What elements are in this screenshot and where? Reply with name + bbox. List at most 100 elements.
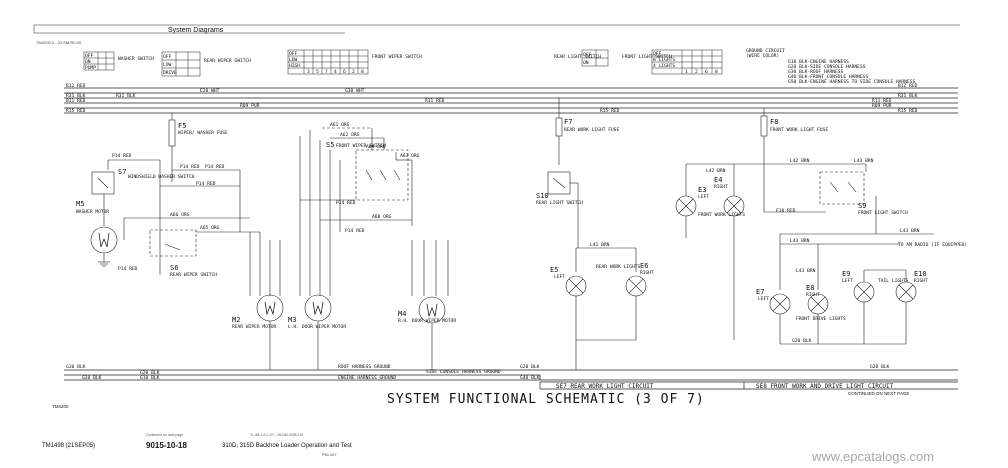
front-wiper-switch-circuit xyxy=(299,127,413,232)
front-drive-lights-label: FRONT DRIVE LIGHTS xyxy=(796,316,846,322)
footer-sub-left: Continued on next page xyxy=(146,433,184,437)
s9-id: S9 xyxy=(858,202,866,210)
front-work-light-circuit xyxy=(675,163,934,345)
engine-harness-ground: ENGINE HARNESS GROUND xyxy=(338,375,396,381)
m2-id: M2 xyxy=(232,316,240,324)
front-light-col-3: 8 xyxy=(715,69,718,75)
fuse-f8 xyxy=(760,108,826,213)
washer-row-2: PUMP xyxy=(85,65,96,71)
fuse-f7 xyxy=(555,98,563,165)
tail-lights-label: TAIL LIGHTS xyxy=(878,278,909,284)
e6-id: E6 xyxy=(640,262,648,270)
wire-a64: A64 ORG xyxy=(366,144,386,150)
page-header-ref: TM4200.0 - 03 SM-R0-00 xyxy=(36,40,82,45)
e9-label: LEFT xyxy=(842,278,853,284)
washer-row-1: ON xyxy=(85,59,91,65)
rear-wiper-motor-icon xyxy=(264,301,276,316)
ground-g40: G40 BLK xyxy=(520,375,540,381)
fuse-f7-label: REAR WORK LIGHT FUSE xyxy=(564,127,620,133)
m3-label: L.H. DOOR WIPER MOTOR xyxy=(288,324,346,330)
front-wiper-col-6: 8 xyxy=(361,69,364,75)
e4-id: E4 xyxy=(714,176,722,184)
bus-label-r15: R15 RED xyxy=(600,108,620,114)
lh-door-wiper-motor-icon xyxy=(312,301,324,316)
wire-l42-b: L42 BRN xyxy=(790,158,810,164)
front-wiper-col-5: 2 xyxy=(352,69,355,75)
rear-wiper-switch-table xyxy=(161,51,201,77)
washer-switch-label: WASHER SWITCH xyxy=(118,56,154,62)
bus-label-r09: R09 PUR xyxy=(240,103,260,109)
e6-label: RIGHT xyxy=(640,270,654,276)
rear-light-circuit xyxy=(547,171,647,370)
front-light-switch-label: FRONT LIGHT SWITCH xyxy=(622,54,672,60)
e8-id: E8 xyxy=(806,284,814,292)
ground-legend-item-2: G30 BLK-ROOF HARNESS xyxy=(788,69,844,75)
wire-a63: A63 ORG xyxy=(400,153,420,159)
s7-label: WINDSHIELD WASHER SWITCH xyxy=(128,174,195,180)
fuse-f8-id: F8 xyxy=(770,118,778,126)
wire-a62: A62 ORG xyxy=(340,132,360,138)
ground-g10-left: G10 BLK xyxy=(66,364,86,370)
radio-label: TO AM RADIO (IF EQUIPPED) xyxy=(898,242,967,248)
wire-a61: A61 ORG xyxy=(330,122,350,128)
bus-left-label-3: R15 RED xyxy=(66,108,86,114)
footer-description: 310D, 315D Backhoe Loader Operation and … xyxy=(222,443,352,449)
e3-id: E3 xyxy=(698,186,706,194)
wire-l43: L43 BRN xyxy=(854,158,874,164)
front-wiper-col-3: 4 xyxy=(334,69,337,75)
e4-label: RIGHT xyxy=(714,184,728,190)
s5-id: S5 xyxy=(326,141,334,149)
e10-id: E10 xyxy=(914,270,927,278)
lamp-e10-icon xyxy=(898,284,914,300)
wire-p14-f: P14 RED xyxy=(336,200,356,206)
m3-id: M3 xyxy=(288,316,296,324)
wire-p14-b: P14 RED xyxy=(205,164,225,170)
wire-l43-d: L43 BRN xyxy=(796,268,816,274)
m5-id: M5 xyxy=(76,200,84,208)
s6-id: S6 xyxy=(170,264,178,272)
ground-g20-right: G20 BLK xyxy=(520,364,540,370)
bus-right-label-4: R15 RED xyxy=(898,108,918,114)
wiper-motors xyxy=(249,232,449,370)
front-light-col-0: 1 xyxy=(685,69,688,75)
bus-label-g30: G30 WHT xyxy=(345,88,365,94)
lamp-e9-icon xyxy=(856,284,872,300)
circuit-se8: SE8 FRONT WORK AND DRIVE LIGHT CIRCUIT xyxy=(756,383,894,390)
front-wiper-col-1: 5 xyxy=(316,69,319,75)
bus-right-label-0: B12 RED xyxy=(898,83,918,89)
page-header-title: System Diagrams xyxy=(168,27,224,34)
ground-bus xyxy=(64,369,958,381)
front-work-lights-label: FRONT WORK LIGHTS xyxy=(698,212,745,218)
wire-p14-d: P14 RED xyxy=(112,153,132,159)
ground-legend-title: GROUND CIRCUIT xyxy=(746,48,785,54)
s9-label: FRONT LIGHT SWITCH xyxy=(858,210,908,216)
footer-sub-right: TL-96-1-S-1-0Y - 06-SM-2005-1/S xyxy=(250,433,304,437)
front-wiper-row-0: OFF xyxy=(289,51,298,57)
ground-g20-mid: G20 BLK xyxy=(140,370,160,376)
s10-id: S10 xyxy=(536,192,549,200)
ground-legend-subtitle: (WIRE COLOR) xyxy=(746,53,779,59)
bus-right-label-2: R11 RED xyxy=(872,98,892,104)
power-bus xyxy=(64,87,958,114)
continued-next-page: CONTINUED ON NEXT PAGE xyxy=(848,391,910,396)
washer-switch-table xyxy=(83,51,115,71)
wire-p14-e: P14 RED xyxy=(118,266,138,272)
bus-left-label-2: B11 RED xyxy=(66,98,86,104)
bus-left-label-1: R31 BLK xyxy=(66,93,86,99)
front-wiper-col-2: 7 xyxy=(325,69,328,75)
e10-label: RIGHT xyxy=(914,278,928,284)
wire-p14-a: P14 RED xyxy=(180,164,200,170)
ground-legend-item-4: G50 BLK-ENGINE HARNESS TO SIDE CONSOLE H… xyxy=(788,79,915,85)
bus-right-label-1: R31 BLK xyxy=(898,93,918,99)
wire-g20-front: G20 BLK xyxy=(792,338,812,344)
s7-id: S7 xyxy=(118,168,126,176)
ground-g20-far: G20 BLK xyxy=(870,364,890,370)
bus-left-label-0: B12 RED xyxy=(66,83,86,89)
ground-g20-left: G20 BLK xyxy=(82,375,102,381)
ground-g10-mid: G10 BLK xyxy=(140,375,160,381)
roof-harness-ground: ROOF HARNESS GROUND xyxy=(338,364,391,370)
bus-right-label-3: R09 PUR xyxy=(872,103,892,109)
front-light-row-2: 4 LIGHTS xyxy=(653,63,675,69)
